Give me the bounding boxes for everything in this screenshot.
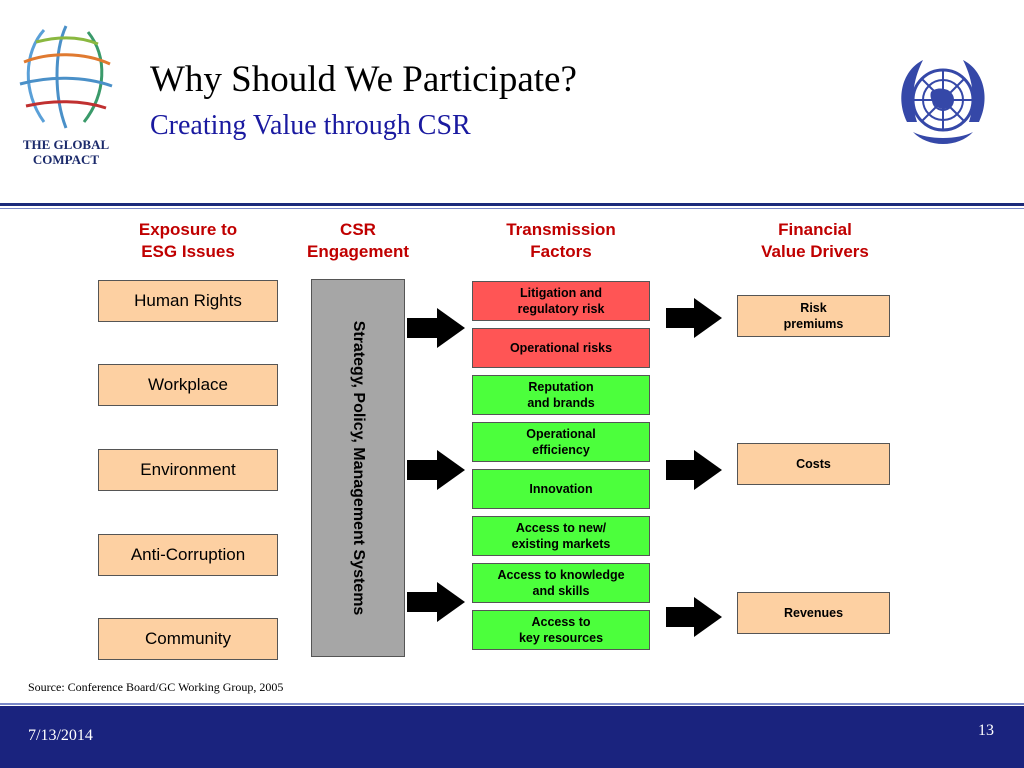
arrow-icon — [407, 308, 465, 348]
column-header-csr: CSR Engagement — [306, 220, 410, 261]
transmission-factor-litigation: Litigation and regulatory risk — [472, 281, 650, 321]
driver-box-risk-premiums: Risk premiums — [737, 295, 890, 337]
column-header-exposure: Exposure to ESG Issues — [138, 220, 238, 261]
issue-box-human-rights: Human Rights — [98, 280, 278, 322]
transmission-factor-markets: Access to new/ existing markets — [472, 516, 650, 556]
arrow-icon — [407, 582, 465, 622]
footer-date: 7/13/2014 — [28, 727, 93, 744]
global-compact-logo — [14, 22, 118, 172]
issue-box-anti-corruption: Anti-Corruption — [98, 534, 278, 576]
issue-box-community: Community — [98, 618, 278, 660]
header-divider — [0, 203, 1024, 206]
column-header-transmission: Transmission Factors — [506, 220, 616, 261]
page-number: 13 — [978, 722, 994, 739]
transmission-factor-resources: Access to key resources — [472, 610, 650, 650]
source-note: Source: Conference Board/GC Working Grou… — [28, 680, 284, 694]
page-title: Why Should We Participate? — [150, 59, 577, 100]
arrow-icon — [666, 597, 722, 637]
page-subtitle: Creating Value through CSR — [150, 110, 471, 141]
header-divider-thin — [0, 208, 1024, 209]
driver-box-costs: Costs — [737, 443, 890, 485]
issue-box-environment: Environment — [98, 449, 278, 491]
footer-divider — [0, 703, 1024, 705]
csr-engagement-label: Strategy, Policy, Management Systems — [350, 320, 367, 616]
transmission-factor-knowledge: Access to knowledge and skills — [472, 563, 650, 603]
logo-text: THE GLOBAL COMPACT — [22, 137, 110, 167]
arrow-icon — [666, 450, 722, 490]
issue-box-workplace: Workplace — [98, 364, 278, 406]
transmission-factor-reputation: Reputation and brands — [472, 375, 650, 415]
transmission-factor-efficiency: Operational efficiency — [472, 422, 650, 462]
un-emblem — [893, 52, 993, 152]
footer-bar — [0, 706, 1024, 768]
transmission-factor-innovation: Innovation — [472, 469, 650, 509]
transmission-factor-operational-risks: Operational risks — [472, 328, 650, 368]
arrow-icon — [666, 298, 722, 338]
column-header-financial: Financial Value Drivers — [761, 220, 869, 261]
driver-box-revenues: Revenues — [737, 592, 890, 634]
globe-icon — [19, 25, 113, 129]
un-emblem-icon — [895, 54, 991, 150]
arrow-icon — [407, 450, 465, 490]
csr-engagement-bar — [311, 279, 405, 657]
